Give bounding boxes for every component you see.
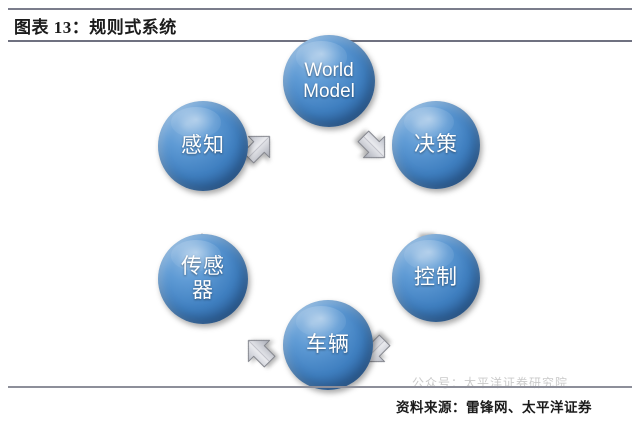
header-rule-top [8,8,632,10]
node-world-model: World Model [283,35,375,127]
node-perception-label: 感知 [181,133,225,158]
arrow-vehicle-to-sensor-icon [235,327,283,375]
node-sensor-line1: 传感 [181,254,225,279]
node-perception: 感知 [158,101,248,191]
arrow-world-model-to-decision-icon [350,123,398,171]
node-world-model-line1: World [304,59,354,81]
node-vehicle-label: 车辆 [306,332,350,357]
node-control: 控制 [392,234,480,322]
watermark: 公众号：太平洋证券研究院 [412,376,569,390]
arrow-perception-to-world-model-icon [235,123,283,171]
diagram-canvas: World Model 决策 控制 车辆 传感 器 感知 [0,35,640,390]
node-decision: 决策 [392,101,480,189]
node-sensor-line2: 器 [192,278,214,302]
node-decision-label: 决策 [414,132,458,157]
page-title: 图表 13：规则式系统 [14,18,177,37]
node-world-model-line2: Model [303,81,355,102]
node-world-model-label: World Model [299,60,359,103]
node-sensor: 传感 器 [158,234,248,324]
node-vehicle: 车辆 [283,300,373,390]
node-sensor-label: 传感 器 [177,255,229,302]
footer-rule [8,386,632,388]
source-note: 资料来源：雷锋网、太平洋证券 [396,400,592,415]
node-control-label: 控制 [414,265,458,290]
